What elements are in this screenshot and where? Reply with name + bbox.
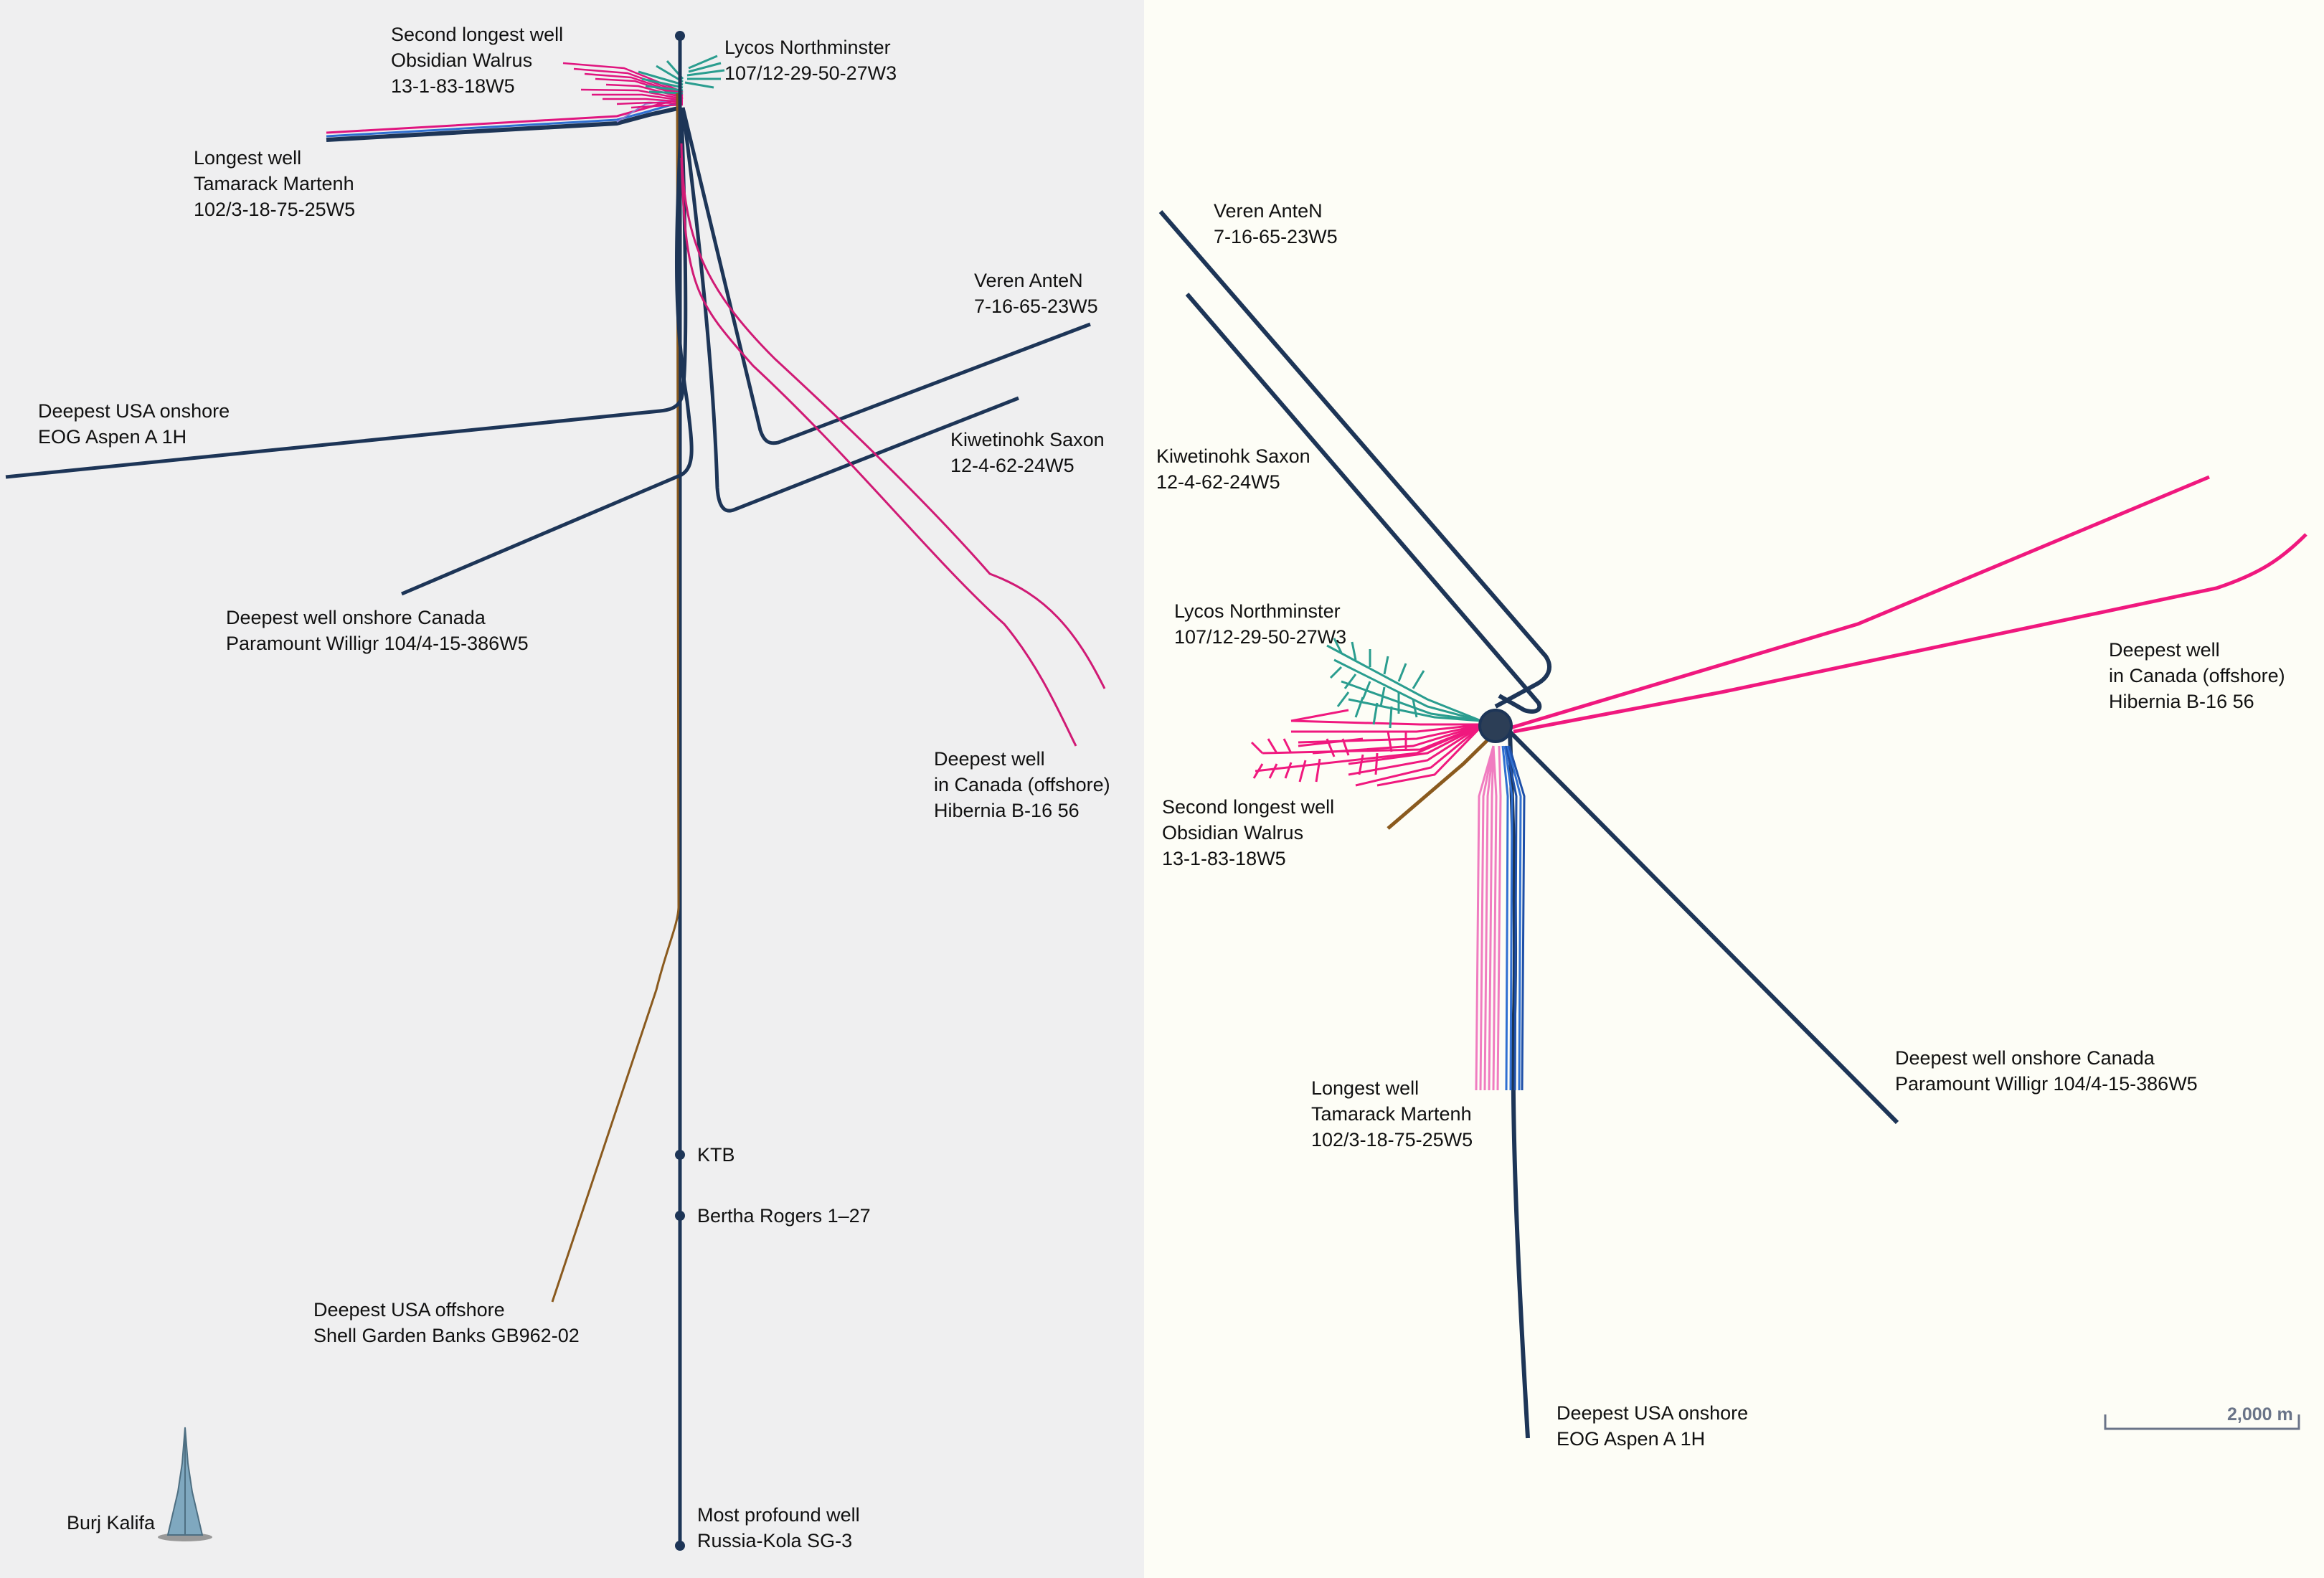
side-kola-trajectory — [675, 31, 685, 1551]
side-obsidian-fan — [562, 62, 684, 109]
scale-bar — [2104, 1414, 2300, 1430]
side-shell-trajectory — [551, 93, 680, 1303]
plan-view-panel — [1144, 0, 2324, 1578]
side-hibernia-trajectory-a — [680, 143, 1106, 689]
side-kiwetinohk-trajectory — [681, 107, 1019, 513]
side-paramount-trajectory — [401, 107, 694, 596]
scale-bar-label: 2,000 m — [2227, 1404, 2293, 1425]
side-label-burj: Burj Kalifa — [67, 1512, 156, 1534]
side-label-bertha: Bertha Rogers 1–27 — [697, 1205, 871, 1227]
plan-veren-trajectory — [1158, 210, 1551, 709]
plan-hibernia-trajectory-b — [1513, 533, 2308, 734]
plan-lycos-fan — [1326, 638, 1482, 729]
side-hibernia-trajectory-b — [680, 157, 1077, 747]
plan-paramount-trajectory — [1501, 722, 1899, 1125]
plan-obsidian-fan — [1250, 709, 1485, 787]
side-label-ktb: KTB — [697, 1144, 735, 1166]
plan-kiwetinohk-trajectory — [1185, 293, 1542, 714]
plan-eog-trajectory — [1508, 731, 1530, 1439]
plan-hibernia-trajectory-a — [1509, 475, 2210, 730]
plan-tamarack-bundle — [1475, 745, 1526, 1091]
side-lycos-fan — [638, 55, 725, 95]
plan-wellhead-marker — [1478, 709, 1513, 743]
side-view-panel — [0, 0, 1144, 1578]
burj-khalifa-icon — [158, 1427, 212, 1541]
side-veren-trajectory — [681, 107, 1091, 445]
plan-shell-trajectory — [1387, 729, 1499, 830]
